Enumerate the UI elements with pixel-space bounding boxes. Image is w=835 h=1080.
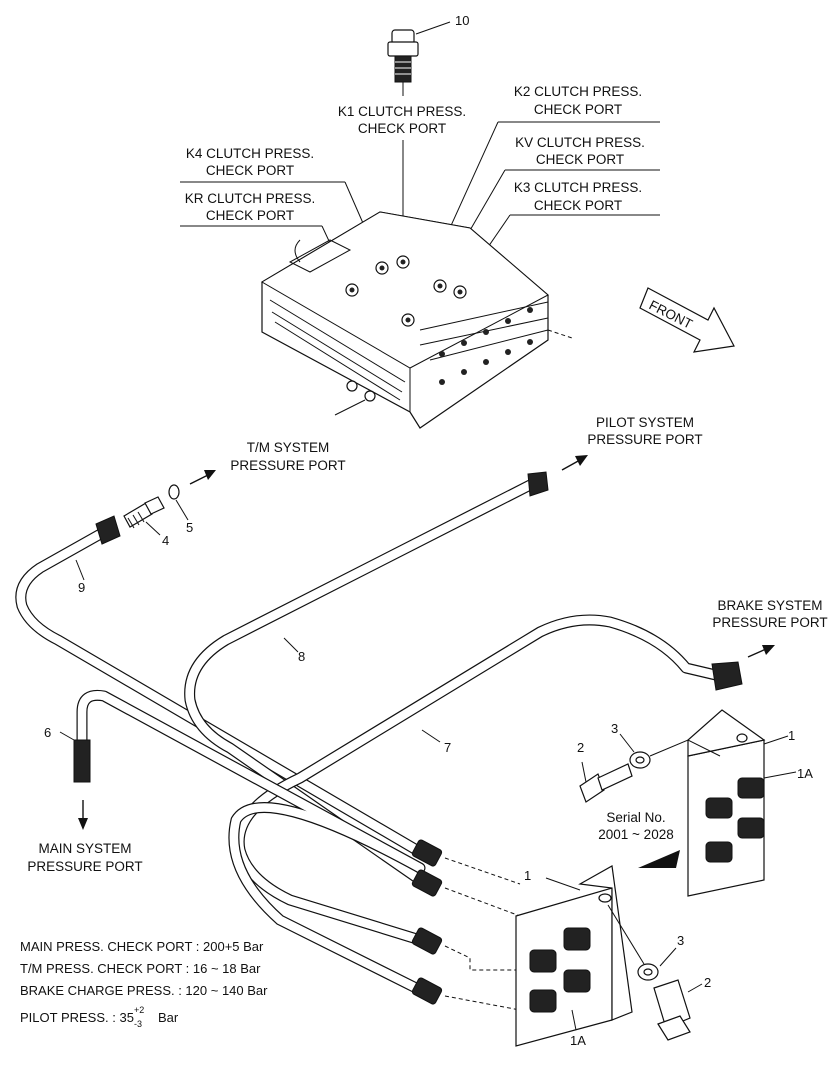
tm-port-label-line2: PRESSURE PORT (230, 458, 345, 473)
serial-label-line1: Serial No. (606, 810, 665, 825)
serial-pointer-arrow (638, 850, 680, 868)
spec-pilot-unit: Bar (158, 1010, 179, 1025)
part-number-5: 5 (186, 520, 193, 535)
spec-main-pressure: MAIN PRESS. CHECK PORT : 200+5 Bar (20, 939, 264, 954)
part-number-1a-lower: 1A (570, 1033, 586, 1048)
part-number-8: 8 (298, 649, 305, 664)
washer-3-upper (619, 733, 721, 769)
spec-pilot-pressure: PILOT PRESS. : 35 (20, 1010, 134, 1025)
part-number-7: 7 (444, 740, 451, 755)
part-number-10: 10 (455, 13, 469, 28)
main-port-label-line2: PRESSURE PORT (27, 859, 142, 874)
part-number-6: 6 (44, 725, 51, 740)
k4-port-label-line2: CHECK PORT (206, 163, 294, 178)
kr-port-label-line2: CHECK PORT (206, 208, 294, 223)
part-number-4: 4 (162, 533, 169, 548)
part-number-2-upper: 2 (577, 740, 584, 755)
main-port-label-line1: MAIN SYSTEM (38, 841, 131, 856)
part-number-1-upper: 1 (788, 728, 795, 743)
spec-pilot-tolerance-lower: -3 (134, 1019, 142, 1029)
part-number-9: 9 (78, 580, 85, 595)
spec-tm-pressure: T/M PRESS. CHECK PORT : 16 ~ 18 Bar (20, 961, 261, 976)
part-number-2-lower: 2 (704, 975, 711, 990)
kr-port-label-line1: KR CLUTCH PRESS. (185, 191, 316, 206)
bolt-2-upper (579, 761, 633, 803)
hose-8 (184, 471, 549, 886)
front-direction-arrow: FRONT (639, 287, 735, 353)
k2-port-label-line1: K2 CLUTCH PRESS. (514, 84, 642, 99)
k2-port-label-line2: CHECK PORT (534, 102, 622, 117)
hose-7 (233, 614, 743, 946)
washer-3-lower (607, 904, 677, 981)
o-ring-5 (168, 484, 189, 521)
part-number-1-lower: 1 (524, 868, 531, 883)
k1-port-label-line1: K1 CLUTCH PRESS. (338, 104, 466, 119)
spec-brake-pressure: BRAKE CHARGE PRESS. : 120 ~ 140 Bar (20, 983, 268, 998)
check-port-fitting-10 (387, 21, 451, 96)
transmission-control-valve-block (261, 211, 573, 429)
spec-pilot-tolerance-upper: +2 (134, 1005, 144, 1015)
k3-port-label-line2: CHECK PORT (534, 198, 622, 213)
lower-check-port-bracket (515, 865, 633, 1047)
part-number-3-upper: 3 (611, 721, 618, 736)
k1-port-label-line2: CHECK PORT (358, 121, 446, 136)
brake-port-label-line2: PRESSURE PORT (712, 615, 827, 630)
tm-port-label-line1: T/M SYSTEM (247, 440, 330, 455)
k4-port-label-line1: K4 CLUTCH PRESS. (186, 146, 314, 161)
pilot-port-label-line2: PRESSURE PORT (587, 432, 702, 447)
hose-end-fittings (411, 839, 521, 1011)
bolt-2-lower (653, 979, 703, 1041)
pilot-port-label-line1: PILOT SYSTEM (596, 415, 694, 430)
upper-check-port-bracket (687, 709, 797, 897)
brake-port-label-line1: BRAKE SYSTEM (717, 598, 822, 613)
part-number-1a-upper: 1A (797, 766, 813, 781)
part-number-3-lower: 3 (677, 933, 684, 948)
flow-arrows (78, 455, 775, 830)
adapter-fitting-4 (123, 496, 165, 529)
hose-9 (15, 515, 426, 858)
k3-port-label-line1: K3 CLUTCH PRESS. (514, 180, 642, 195)
kv-port-label-line2: CHECK PORT (536, 152, 624, 167)
serial-label-line2: 2001 ~ 2028 (598, 827, 673, 842)
kv-port-label-line1: KV CLUTCH PRESS. (515, 135, 645, 150)
hose-6 (59, 689, 426, 996)
